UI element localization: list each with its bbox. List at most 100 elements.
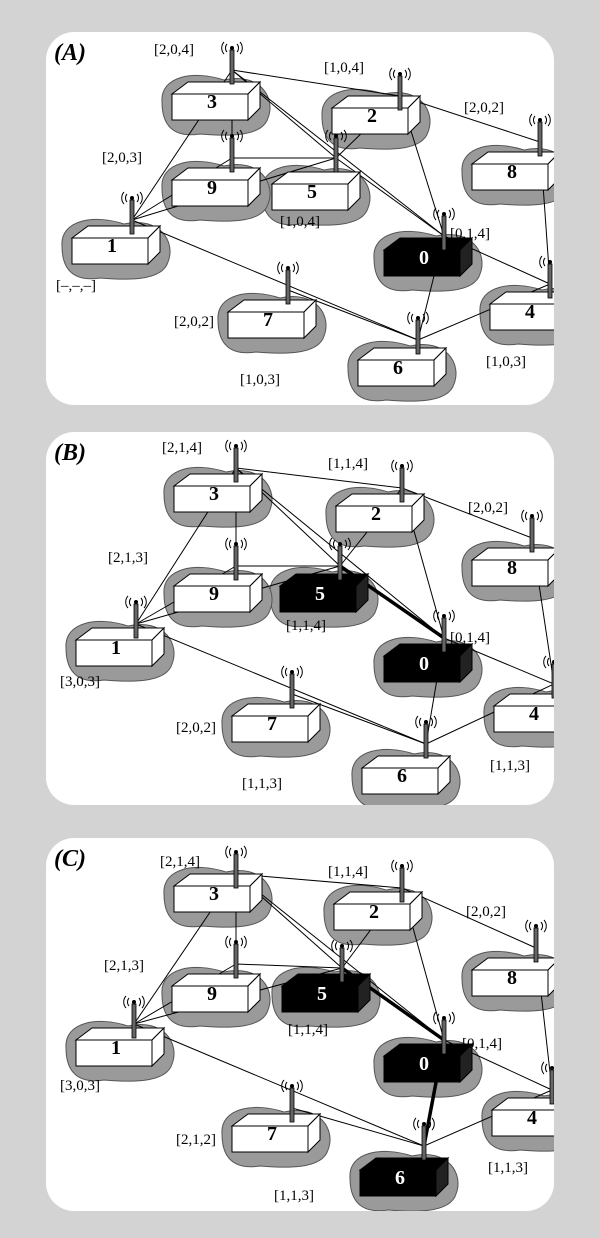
node-1: 1 <box>74 626 166 668</box>
node-id-label: 7 <box>267 1123 277 1145</box>
node-id-label: 6 <box>395 1167 405 1189</box>
node-id-label: 4 <box>525 301 535 323</box>
antenna-icon <box>225 845 247 889</box>
node-5-coord-label: [1,1,4] <box>286 618 326 634</box>
node-9-coord-label: [2,0,3] <box>102 150 142 166</box>
antenna-icon <box>281 1079 303 1123</box>
antenna-icon <box>221 41 243 85</box>
node-id-label: 5 <box>317 983 327 1005</box>
panel-label: (B) <box>54 440 86 466</box>
node-1-coord-label: [–,–,–] <box>56 278 96 294</box>
node-8: 8 <box>470 547 554 588</box>
node-9: 9 <box>172 572 264 614</box>
node-7: 7 <box>230 1112 322 1154</box>
node-5: 5 <box>278 572 370 614</box>
antenna-icon <box>415 715 437 759</box>
node-7-coord-label: [2,0,2] <box>176 720 216 736</box>
node-4: 4 <box>488 291 554 331</box>
antenna-icon <box>529 113 551 157</box>
node-2-coord-label: [1,1,4] <box>328 456 368 472</box>
node-id-label: 0 <box>419 1053 429 1075</box>
edge-1-6 <box>135 623 427 745</box>
node-id-label: 7 <box>267 713 277 735</box>
antenna-icon <box>123 995 145 1039</box>
panel-label: (C) <box>54 846 86 872</box>
node-id-label: 9 <box>209 583 219 605</box>
node-6: 6 <box>358 1156 450 1198</box>
node-9-coord-label: [2,1,3] <box>108 550 148 566</box>
node-1: 1 <box>74 1026 166 1068</box>
node-id-label: 2 <box>369 901 379 923</box>
antenna-icon <box>433 207 455 251</box>
node-0-coord-label: [0,1,4] <box>450 226 490 242</box>
edge-7-6 <box>291 693 427 745</box>
node-id-label: 1 <box>107 235 117 257</box>
antenna-icon <box>525 919 547 963</box>
node-id-label: 5 <box>315 583 325 605</box>
node-2: 2 <box>330 94 422 136</box>
node-id-label: 2 <box>367 105 377 127</box>
node-6: 6 <box>360 754 452 796</box>
network-diagram: (C)0[0,1,4]1[3,0,3]2[1,1,4]3[2,1,4]4[1,1… <box>54 845 554 1211</box>
panel-a: (A)0[0,1,4]1[–,–,–]2[1,0,4]3[2,0,4]4[1,0… <box>46 32 554 405</box>
node-6-coord-label: [1,1,3] <box>242 776 282 792</box>
node-4-coord-label: [1,1,3] <box>490 758 530 774</box>
node-8-coord-label: [2,0,2] <box>464 100 504 116</box>
node-1-coord-label: [3,0,3] <box>60 674 100 690</box>
antenna-icon <box>121 191 143 235</box>
antenna-icon <box>407 311 429 355</box>
node-id-label: 3 <box>207 91 217 113</box>
antenna-icon <box>225 935 247 979</box>
node-9-coord-label: [2,1,3] <box>104 958 144 974</box>
edge-3-2 <box>231 69 401 97</box>
node-8: 8 <box>470 957 554 998</box>
node-2: 2 <box>334 492 426 534</box>
node-8: 8 <box>470 151 554 192</box>
node-id-label: 4 <box>529 703 539 725</box>
node-id-label: 2 <box>371 503 381 525</box>
node-5-coord-label: [1,0,4] <box>280 214 320 230</box>
node-id-label: 8 <box>507 967 517 989</box>
node-id-label: 1 <box>111 637 121 659</box>
node-2-coord-label: [1,0,4] <box>324 60 364 76</box>
node-6-coord-label: [1,0,3] <box>240 372 280 388</box>
node-0: 0 <box>382 236 474 278</box>
node-7-coord-label: [2,0,2] <box>174 314 214 330</box>
node-2-coord-label: [1,1,4] <box>328 864 368 880</box>
antenna-icon <box>125 595 147 639</box>
network-diagram: (B)0[0,1,4]1[3,0,3]2[1,1,4]3[2,1,4]4[1,1… <box>54 439 554 805</box>
node-id-label: 3 <box>209 883 219 905</box>
antenna-icon <box>221 129 243 173</box>
node-9: 9 <box>170 166 262 208</box>
node-id-label: 7 <box>263 309 273 331</box>
node-5-coord-label: [1,1,4] <box>288 1022 328 1038</box>
edge-1-6 <box>131 219 419 341</box>
node-8-coord-label: [2,0,2] <box>468 500 508 516</box>
node-id-label: 4 <box>527 1107 537 1129</box>
node-4-coord-label: [1,0,3] <box>486 354 526 370</box>
antenna-icon <box>389 67 411 111</box>
node-4-coord-label: [1,1,3] <box>488 1160 528 1176</box>
node-1-coord-label: [3,0,3] <box>60 1078 100 1094</box>
node-5: 5 <box>270 170 362 212</box>
antenna-icon <box>543 655 554 699</box>
node-4: 4 <box>490 1097 554 1137</box>
node-7: 7 <box>226 298 318 340</box>
node-1: 1 <box>70 224 162 266</box>
antenna-icon <box>329 537 351 581</box>
node-6-coord-label: [1,1,3] <box>274 1188 314 1204</box>
antenna-icon <box>281 665 303 709</box>
node-3: 3 <box>172 872 264 914</box>
node-3-coord-label: [2,1,4] <box>162 440 202 456</box>
node-7: 7 <box>230 702 322 744</box>
node-3-coord-label: [2,0,4] <box>154 42 194 58</box>
antenna-icon <box>521 509 543 553</box>
node-4: 4 <box>492 693 554 733</box>
node-id-label: 0 <box>419 247 429 269</box>
panel-c: (C)0[0,1,4]1[3,0,3]2[1,1,4]3[2,1,4]4[1,1… <box>46 838 554 1211</box>
edge-2-8 <box>401 887 537 949</box>
edge-7-6 <box>287 289 419 341</box>
node-id-label: 0 <box>419 653 429 675</box>
antenna-icon <box>331 939 353 983</box>
antenna-icon <box>433 609 455 653</box>
